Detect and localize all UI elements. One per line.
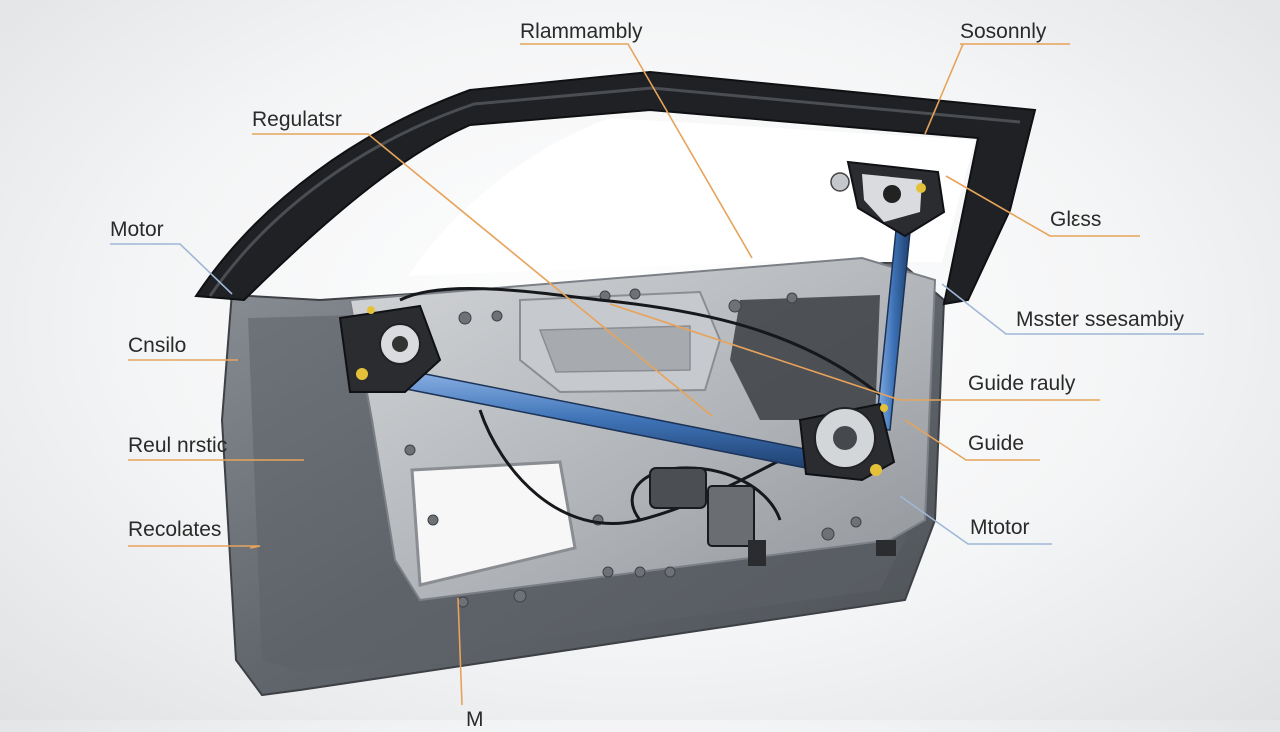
motor-pulley-assembly	[798, 402, 896, 482]
label-top-right: Sosonnly	[960, 20, 1047, 43]
leader-glass	[945, 175, 1140, 237]
label-regulator: Regulatsr	[252, 108, 342, 131]
leader-top-center	[520, 43, 753, 259]
leader-motor-right	[899, 495, 1052, 545]
window-glass-area	[408, 118, 975, 276]
label-reul: Reul nrstic	[128, 434, 228, 457]
upper-pulley-bracket	[830, 160, 946, 238]
left-pulley-bracket	[338, 304, 442, 393]
leader-regulator	[252, 133, 713, 417]
leader-guide-rauly	[609, 303, 1100, 401]
label-guide: Guide	[968, 432, 1025, 455]
label-guide-rauly: Guide rauly	[968, 372, 1076, 395]
label-top-center: Rlammambly	[520, 20, 643, 43]
label-bottom-cut: M	[466, 708, 484, 731]
motor-housing	[649, 467, 766, 566]
leader-meter	[941, 283, 1204, 335]
leader-lines	[110, 43, 1204, 706]
label-motor-right: Mtotor	[970, 516, 1030, 539]
window-frame	[194, 70, 1037, 306]
label-meter-assembly: Msster ssesambiy	[1016, 308, 1185, 331]
leader-recolates	[128, 545, 261, 549]
label-motor-left: Motor	[110, 218, 164, 241]
label-cable: Cnsilo	[128, 334, 187, 357]
label-recolates: Recolates	[128, 518, 222, 541]
leader-motor-left	[110, 243, 233, 295]
leader-top-right	[924, 43, 1070, 135]
label-glass: Glεss	[1050, 208, 1102, 231]
leader-guide	[904, 419, 1040, 461]
leader-bottom	[457, 597, 463, 706]
